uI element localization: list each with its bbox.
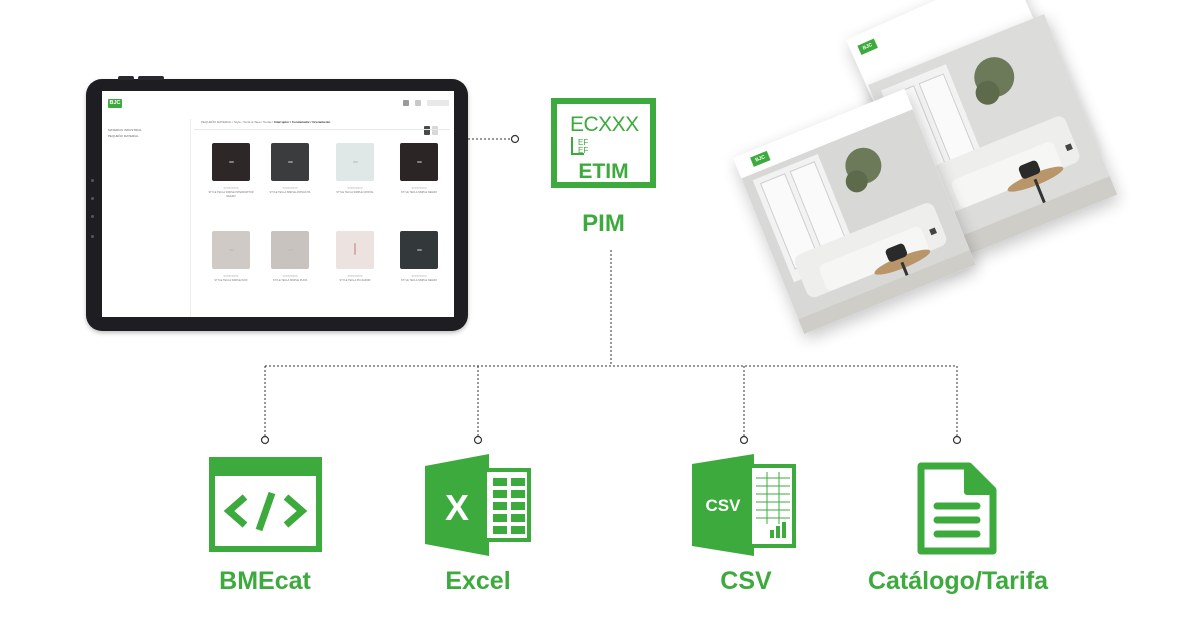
product-name: STYLE TECLA SIMPLE CRISTAL	[336, 191, 374, 194]
sidebar-divider	[190, 119, 191, 317]
breadcrumb: PEQUEÑO MATERIAL / Style / Tecla al Tapa…	[201, 120, 330, 124]
product-image	[400, 143, 438, 181]
product-code: XXXXXXXXX	[411, 187, 427, 190]
csv-label: CSV	[720, 567, 772, 595]
header-divider	[194, 129, 450, 130]
catalog-logo: BJC	[750, 150, 771, 167]
product-name: STYLE TECLA SIMPLE INTERRUPTOR NEGRO	[208, 191, 254, 198]
svg-text:EF: EF	[578, 146, 588, 155]
tablet-camera	[91, 179, 94, 182]
view-toggle-light[interactable]	[432, 126, 438, 135]
catalogo-node	[952, 435, 962, 445]
grid-view-icon[interactable]	[403, 100, 409, 106]
tablet-button	[118, 76, 134, 80]
excel-letter: X	[445, 487, 469, 528]
catalog-page-left: BJC	[733, 88, 976, 335]
product-card[interactable]: XXXXXXXXX STYLE TECLA PULSADOR	[330, 231, 380, 283]
etim-code: ECXXX	[570, 113, 639, 136]
product-name: STYLE TECLA SIMPLE NEGRO	[400, 191, 438, 194]
product-image	[336, 143, 374, 181]
csv-icon: CSV	[692, 454, 796, 556]
product-card[interactable]: XXXXXXXXX STYLE TECLA SIMPLE NEGRO	[394, 143, 444, 195]
living-room-photo	[741, 109, 976, 335]
csv-badge: CSV	[706, 496, 742, 515]
product-code: XXXXXXXXX	[223, 275, 239, 278]
product-code: XXXXXXXXX	[411, 275, 427, 278]
app-logo[interactable]: BJC	[108, 99, 122, 108]
product-image	[271, 231, 309, 269]
product-card[interactable]: XXXXXXXXX STYLE TECLA SIMPLE ANTRACITA	[265, 143, 315, 195]
sidebar-item-pequeno[interactable]: PEQUEÑO MATERIAL	[108, 134, 139, 138]
product-card[interactable]: XXXXXXXXX STYLE TECLA SIMPLE INTERRUPTOR…	[206, 143, 256, 198]
product-code: XXXXXXXXX	[223, 187, 239, 190]
etim-logo: ECXXX EF EF ETIM	[551, 98, 656, 188]
tablet-connector-node	[510, 134, 520, 144]
breadcrumb-path[interactable]: PEQUEÑO MATERIAL / Style / Tecla al Tapa…	[201, 120, 275, 124]
svg-text:EF: EF	[578, 138, 588, 147]
product-image	[400, 231, 438, 269]
etim-label: ETIM	[578, 160, 629, 183]
sidebar-item-industrial[interactable]: MATERIAS INDUSTRIAL	[108, 128, 142, 132]
product-image	[336, 231, 374, 269]
search-button[interactable]	[427, 100, 449, 106]
tablet: BJC MATERIAS INDUSTRIAL PEQUEÑO MATERIAL…	[86, 76, 468, 331]
product-card[interactable]: XXXXXXXXX STYLE TECLA SIMPLE PLATA	[265, 231, 315, 283]
user-icon[interactable]	[415, 100, 421, 106]
product-name: STYLE TECLA SIMPLE ANTRACITA	[269, 191, 311, 194]
etim-ef-icon: EF EF	[571, 137, 588, 155]
breadcrumb-current: Interruptor / Conmutador / Cruzamiento	[274, 120, 331, 124]
tablet-sensor	[91, 215, 94, 218]
catalogo-label: Catálogo/Tarifa	[867, 567, 1049, 595]
product-image	[212, 143, 250, 181]
product-card[interactable]: XXXXXXXXX STYLE TECLA SIMPLE NEGRO	[394, 231, 444, 283]
product-code: XXXXXXXXX	[347, 275, 363, 278]
product-name: STYLE TECLA SIMPLE NEGRO	[400, 279, 438, 282]
view-toggle-dark[interactable]	[424, 126, 430, 135]
excel-icon: X	[425, 454, 531, 556]
product-name: STYLE TECLA SIMPLE PLATA	[272, 279, 308, 282]
tablet-screen: BJC MATERIAS INDUSTRIAL PEQUEÑO MATERIAL…	[102, 91, 454, 317]
product-card[interactable]: XXXXXXXXX STYLE TECLA SIMPLE CRISTAL	[330, 143, 380, 195]
bmecat-node	[260, 435, 270, 445]
product-image	[212, 231, 250, 269]
bmecat-label: BMEcat	[219, 567, 311, 595]
product-code: XXXXXXXXX	[347, 187, 363, 190]
csv-node	[739, 435, 749, 445]
product-code: XXXXXXXXX	[282, 275, 298, 278]
product-card[interactable]: XXXXXXXXX STYLE TECLA SIMPLE INOX	[206, 231, 256, 283]
catalog-logo: BJC	[857, 38, 878, 56]
pim-label: PIM	[582, 210, 625, 237]
catalog-brochure: BJC BJC	[728, 0, 1128, 340]
excel-node	[473, 435, 483, 445]
product-name: STYLE TECLA SIMPLE INOX	[214, 279, 248, 282]
tablet-button	[138, 76, 164, 80]
excel-label: Excel	[445, 567, 511, 595]
product-code: XXXXXXXXX	[282, 187, 298, 190]
document-icon	[917, 462, 997, 555]
product-name: STYLE TECLA PULSADOR	[339, 279, 371, 282]
tablet-sensor	[91, 235, 94, 238]
product-image	[271, 143, 309, 181]
code-icon	[209, 457, 322, 552]
tablet-sensor	[91, 197, 94, 200]
